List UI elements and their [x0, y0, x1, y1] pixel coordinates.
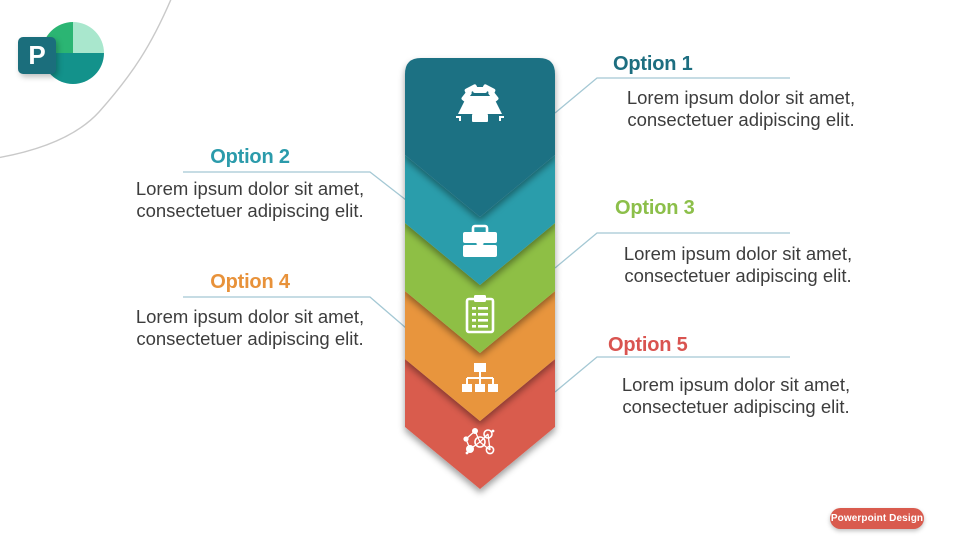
chevron-option-2 — [405, 155, 555, 285]
network-icon — [463, 428, 495, 455]
powerpoint-logo-tile: P — [18, 37, 56, 74]
option-3-title: Option 3 — [615, 197, 695, 219]
option-1-description: Lorem ipsum dolor sit amet, consectetuer… — [626, 87, 856, 130]
clipboard-icon — [465, 295, 495, 334]
meeting-table-icon — [456, 84, 504, 122]
option-4-description: Lorem ipsum dolor sit amet, consectetuer… — [135, 306, 365, 349]
chevron-option-3 — [405, 223, 555, 353]
chevron-option-1 — [405, 58, 555, 217]
chevron-option-4 — [405, 291, 555, 421]
chevron-stack — [405, 58, 555, 489]
powerpoint-design-badge[interactable]: Powerpoint Design — [830, 508, 924, 529]
powerpoint-logo-letter: P — [28, 40, 46, 70]
option-5-description: Lorem ipsum dolor sit amet, consectetuer… — [621, 374, 851, 417]
org-chart-icon — [462, 363, 498, 392]
option-3-description: Lorem ipsum dolor sit amet, consectetuer… — [623, 243, 853, 286]
option-1-title: Option 1 — [613, 53, 693, 75]
powerpoint-design-badge-label: Powerpoint Design — [830, 513, 924, 524]
option-2-description: Lorem ipsum dolor sit amet, consectetuer… — [135, 178, 365, 221]
option-4-title: Option 4 — [210, 271, 290, 293]
briefcase-icon — [463, 224, 497, 257]
option-2-title: Option 2 — [210, 146, 290, 168]
option-5-title: Option 5 — [608, 334, 688, 356]
chevron-option-5 — [405, 359, 555, 489]
powerpoint-logo: P — [18, 16, 104, 92]
